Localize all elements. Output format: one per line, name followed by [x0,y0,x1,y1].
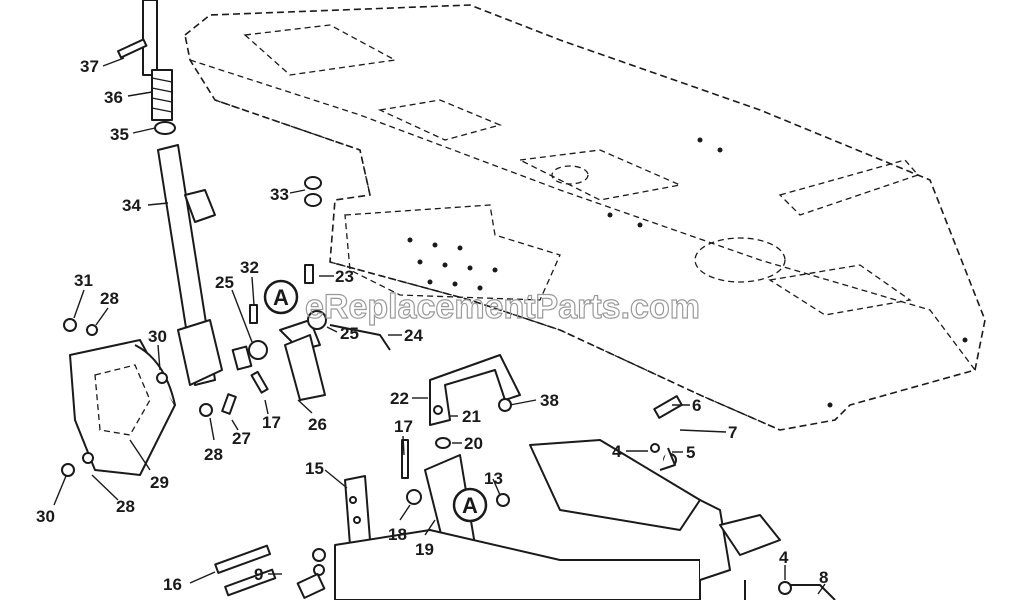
callout-6: 6 [692,396,701,415]
callout-9: 9 [254,565,263,584]
callout-25-a: 25 [215,273,234,292]
callout-28-c: 28 [116,497,135,516]
callout-4-a: 4 [612,442,622,461]
callout-29: 29 [150,473,169,492]
callout-35: 35 [110,125,129,144]
callout-32: 32 [240,258,259,277]
callout-31: 31 [74,271,93,290]
callout-17-b: 17 [394,417,413,436]
watermark: eReplacementParts.com [305,288,700,326]
callout-13: 13 [484,469,503,488]
callout-5: 5 [686,443,695,462]
washer [154,121,176,135]
callout-23: 23 [335,267,354,286]
bolts [214,544,326,599]
callout-37: 37 [80,57,99,76]
callout-22: 22 [390,389,409,408]
callout-28-b: 28 [204,445,223,464]
pin [117,38,148,59]
callout-7: 7 [728,423,737,442]
lift-rod-assembly [142,0,253,386]
washer [304,176,322,190]
marker-a-1: A [263,279,299,315]
callout-16: 16 [163,575,182,594]
callout-24: 24 [404,326,423,345]
washer [304,193,322,207]
frame-holes [407,137,968,408]
callouts: 37 36 35 34 33 32 31 28 25 23 25 24 30 1… [36,57,828,594]
callout-30-b: 30 [36,507,55,526]
callout-25-b: 25 [340,324,359,343]
link-arm [248,264,391,401]
callout-38: 38 [540,391,559,410]
callout-8: 8 [819,568,828,587]
callout-28-a: 28 [100,289,119,308]
spring [151,69,173,121]
callout-33: 33 [270,185,289,204]
callout-21: 21 [462,407,481,426]
callout-17-a: 17 [262,413,281,432]
callout-4-b: 4 [779,548,789,567]
lift-bracket [69,339,176,476]
tractor-frame [184,4,986,431]
marker-a-2-label: A [462,493,478,518]
callout-20: 20 [464,434,483,453]
callout-15: 15 [305,459,324,478]
callout-36: 36 [104,88,123,107]
axle-support [334,354,836,600]
callout-30-a: 30 [148,327,167,346]
callout-27: 27 [232,429,251,448]
callout-19: 19 [415,540,434,559]
marker-a-1-label: A [273,285,289,310]
callout-18: 18 [388,525,407,544]
marker-a-2: A [452,487,488,523]
leader-lines [53,57,826,595]
callout-26: 26 [308,415,327,434]
callout-34: 34 [122,196,141,215]
